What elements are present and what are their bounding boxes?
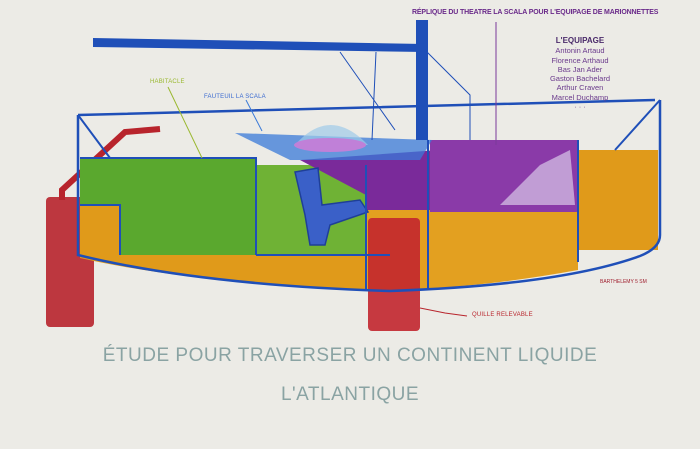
boom	[93, 38, 425, 52]
crew-ellipsis: · · ·	[574, 102, 586, 112]
orange-right	[578, 150, 658, 250]
crew-member: Marcel Duchamp	[551, 92, 609, 102]
crew-member: Arthur Craven	[556, 83, 604, 93]
title-line-2: L'ATLANTIQUE	[280, 384, 420, 405]
keel	[368, 218, 420, 331]
signature: BARTHELEMY 5 SM	[600, 279, 647, 285]
quille-leader	[419, 307, 468, 317]
rigging	[339, 49, 471, 141]
title-line-1: ÉTUDE POUR TRAVERSER UN CONTINENT LIQUID…	[102, 345, 598, 366]
hull-outline	[76, 98, 662, 293]
habitacle-label: HABITACLE	[150, 79, 185, 85]
replique-label: RÉPLIQUE DU THEATRE LA SCALA POUR L'EQUI…	[412, 9, 659, 16]
crew-heading: L'EQUIPAGE	[555, 36, 605, 45]
orange-bottom	[80, 255, 390, 290]
crew-member: Gaston Bachelard	[549, 74, 611, 84]
theatre-seats	[500, 150, 575, 205]
crew-member: Antonin Artaud	[555, 46, 605, 56]
mast	[416, 20, 428, 140]
dome-base	[294, 138, 366, 152]
habitacle-leader	[167, 86, 203, 159]
crew-list: L'EQUIPAGE Antonin Artaud Florence Artha…	[540, 36, 620, 111]
quille-label: QUILLE RELEVABLE	[472, 312, 533, 318]
fauteuil-leader	[245, 99, 263, 132]
hull-lines	[77, 99, 661, 290]
orange-block	[80, 205, 120, 255]
crew-member: Bas Jan Ader	[557, 64, 603, 74]
crew-member: Florence Arthaud	[551, 55, 609, 65]
fauteuil-label: FAUTEUIL LA SCALA	[204, 94, 266, 100]
scala-chair	[294, 167, 370, 246]
